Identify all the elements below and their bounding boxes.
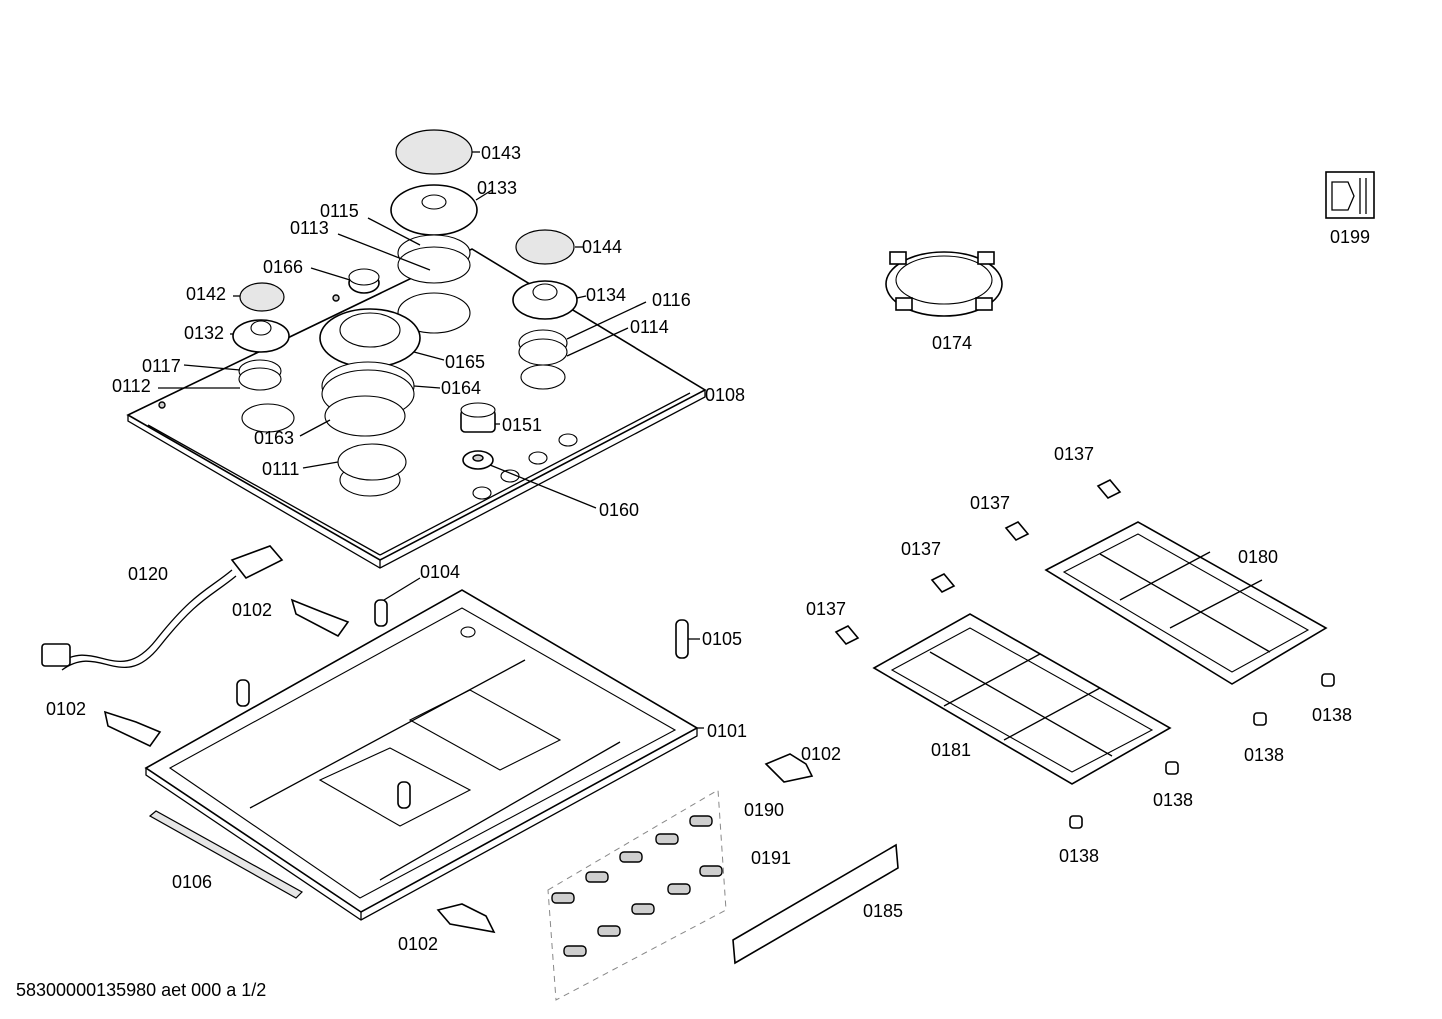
- label-0120: 0120: [128, 564, 168, 584]
- leader-lines-bottom: [383, 577, 704, 729]
- pan-support-0180: [1044, 521, 1328, 685]
- part-labels: 0143 0133 0115 0113 0144 0166 0142 0134 …: [46, 143, 1370, 954]
- label-0137-d: 0137: [806, 599, 846, 619]
- burner-cap-large: [395, 129, 473, 175]
- document-code: 58300000135980 aet 000 a 1/2: [16, 980, 267, 1000]
- label-0185: 0185: [863, 901, 903, 921]
- label-0143: 0143: [481, 143, 521, 163]
- label-0151: 0151: [502, 415, 542, 435]
- power-cable-0120: [41, 545, 284, 671]
- label-0144: 0144: [582, 237, 622, 257]
- control-knob-0151: [460, 402, 496, 433]
- label-0181: 0181: [931, 740, 971, 760]
- label-0133: 0133: [477, 178, 517, 198]
- burner-head-medium: [512, 280, 578, 366]
- label-0101: 0101: [707, 721, 747, 741]
- knob-part-0166: [348, 268, 380, 294]
- service-wrench-icon: [1325, 171, 1375, 219]
- wok-ring-0174: [885, 251, 1003, 317]
- label-0113: 0113: [290, 218, 329, 238]
- label-0116: 0116: [652, 290, 691, 310]
- label-0138-a: 0138: [1312, 705, 1352, 725]
- label-0102-a: 0102: [232, 600, 272, 620]
- label-0163: 0163: [254, 428, 294, 448]
- label-0164: 0164: [441, 378, 481, 398]
- label-0165: 0165: [445, 352, 485, 372]
- burner-head-large: [390, 184, 478, 284]
- label-0132: 0132: [184, 323, 224, 343]
- seal-strip-0106: [148, 810, 303, 899]
- label-0174: 0174: [932, 333, 972, 353]
- leader-lines-top: [158, 151, 647, 509]
- label-0190: 0190: [744, 800, 784, 820]
- burner-head-small: [232, 319, 290, 391]
- label-0137-a: 0137: [1054, 444, 1094, 464]
- wok-burner-head: [319, 308, 421, 481]
- label-0105: 0105: [702, 629, 742, 649]
- label-0106: 0106: [172, 872, 212, 892]
- label-0112: 0112: [112, 376, 151, 396]
- label-0137-b: 0137: [970, 493, 1010, 513]
- screw-set-0191: [563, 865, 723, 957]
- label-0191: 0191: [751, 848, 791, 868]
- label-0117: 0117: [142, 356, 181, 376]
- burner-cap-small: [239, 282, 285, 312]
- pan-support-0181: [872, 613, 1172, 785]
- label-0138-d: 0138: [1059, 846, 1099, 866]
- label-0104: 0104: [420, 562, 460, 582]
- rubber-feet-0137: [834, 479, 1122, 645]
- label-0180: 0180: [1238, 547, 1278, 567]
- label-0160: 0160: [599, 500, 639, 520]
- label-0142: 0142: [186, 284, 226, 304]
- label-0102-d: 0102: [398, 934, 438, 954]
- mounting-clips-0102: [103, 598, 814, 934]
- label-0102-b: 0102: [46, 699, 86, 719]
- label-0102-c: 0102: [801, 744, 841, 764]
- base-tray: [144, 589, 699, 921]
- label-0138-c: 0138: [1153, 790, 1193, 810]
- burner-cap-medium: [515, 229, 575, 265]
- label-0137-c: 0137: [901, 539, 941, 559]
- label-0166: 0166: [263, 257, 303, 277]
- knob-flange-0160: [462, 450, 494, 470]
- rubber-buffers-0138: [1069, 673, 1335, 829]
- label-0108: 0108: [705, 385, 745, 405]
- label-0115: 0115: [320, 201, 359, 221]
- hob-top-plate: [126, 248, 707, 569]
- screw-set-0190: [547, 789, 727, 1001]
- label-0138-b: 0138: [1244, 745, 1284, 765]
- label-0134: 0134: [586, 285, 626, 305]
- cover-strip-0185: [732, 843, 899, 965]
- label-0111: 0111: [262, 459, 299, 479]
- label-0199: 0199: [1330, 227, 1370, 247]
- label-0114: 0114: [630, 317, 669, 337]
